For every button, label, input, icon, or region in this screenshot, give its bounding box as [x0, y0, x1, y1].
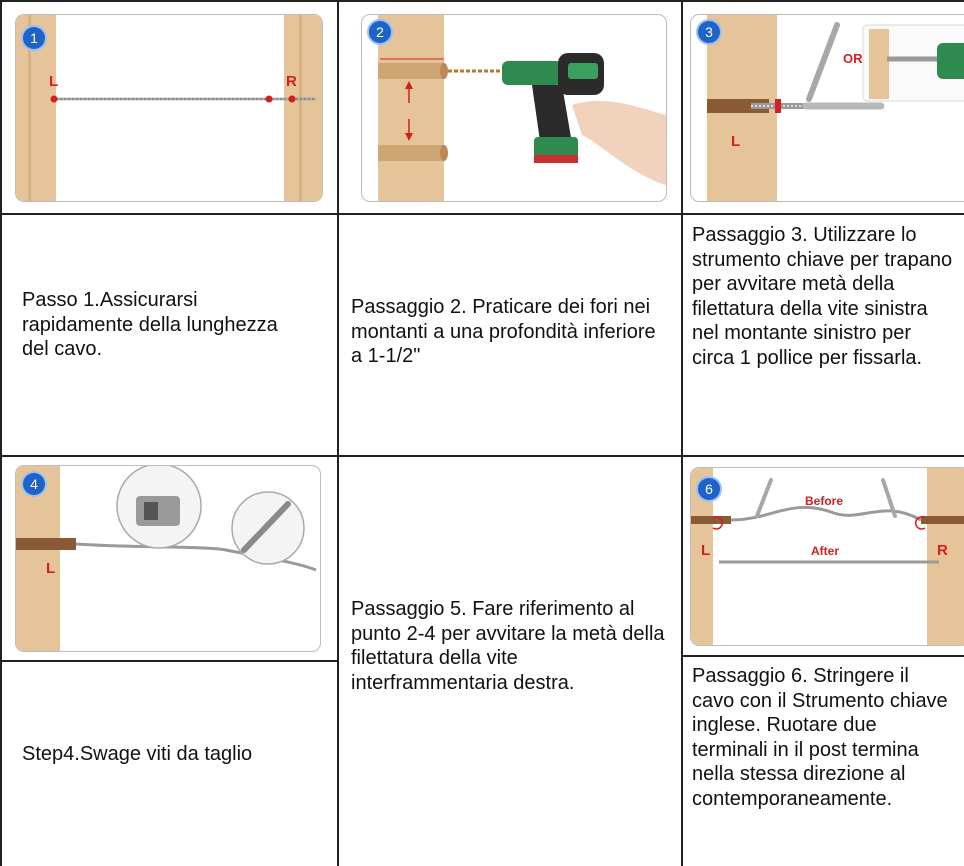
grid-line-top	[2, 0, 964, 2]
step6-right-label: R	[937, 542, 948, 559]
step3-left-label: L	[731, 133, 741, 150]
grid-line-left	[0, 0, 2, 866]
grid-line-col2	[681, 0, 683, 866]
step5-text: Passaggio 5. Fare riferimento al punto 2…	[351, 598, 665, 694]
step1-badge: 1	[23, 27, 45, 49]
step6-left-label: L	[701, 542, 711, 559]
step4-badge: 4	[23, 473, 45, 495]
grid-line-row2	[0, 455, 964, 457]
step3-text: Passaggio 3. Utilizzare lo strumento chi…	[692, 224, 953, 369]
grid-line-row3-left	[0, 660, 339, 662]
step6-text: Passaggio 6. Stringere il cavo con il St…	[692, 665, 948, 810]
step1-illustration: 1 L R	[15, 14, 323, 202]
step1-text: Passo 1.Assicurarsi rapidamente della lu…	[22, 289, 278, 360]
step6-after-label: After	[811, 544, 840, 558]
step2-text: Passaggio 2. Praticare dei fori nei mont…	[351, 296, 656, 367]
step1-left-label: L	[49, 73, 59, 90]
step1-right-label: R	[286, 73, 297, 90]
step6-illustration: 6 Before After L R	[690, 467, 964, 646]
step2-badge: 2	[369, 21, 391, 43]
step4-illustration: 4 L	[15, 465, 321, 652]
step2-illustration: 2	[361, 14, 667, 202]
grid-line-col1	[337, 0, 339, 866]
grid-line-row3-right	[681, 655, 964, 657]
step6-before-label: Before	[805, 494, 844, 508]
step3-illustration: 3 OR L	[690, 14, 964, 202]
step6-badge: 6	[698, 478, 720, 500]
step4-text: Step4.Swage viti da taglio	[22, 743, 253, 765]
step3-badge: 3	[698, 21, 720, 43]
step4-left-label: L	[46, 560, 56, 577]
step3-or-label: OR	[843, 51, 863, 66]
grid-line-row1	[0, 213, 964, 215]
